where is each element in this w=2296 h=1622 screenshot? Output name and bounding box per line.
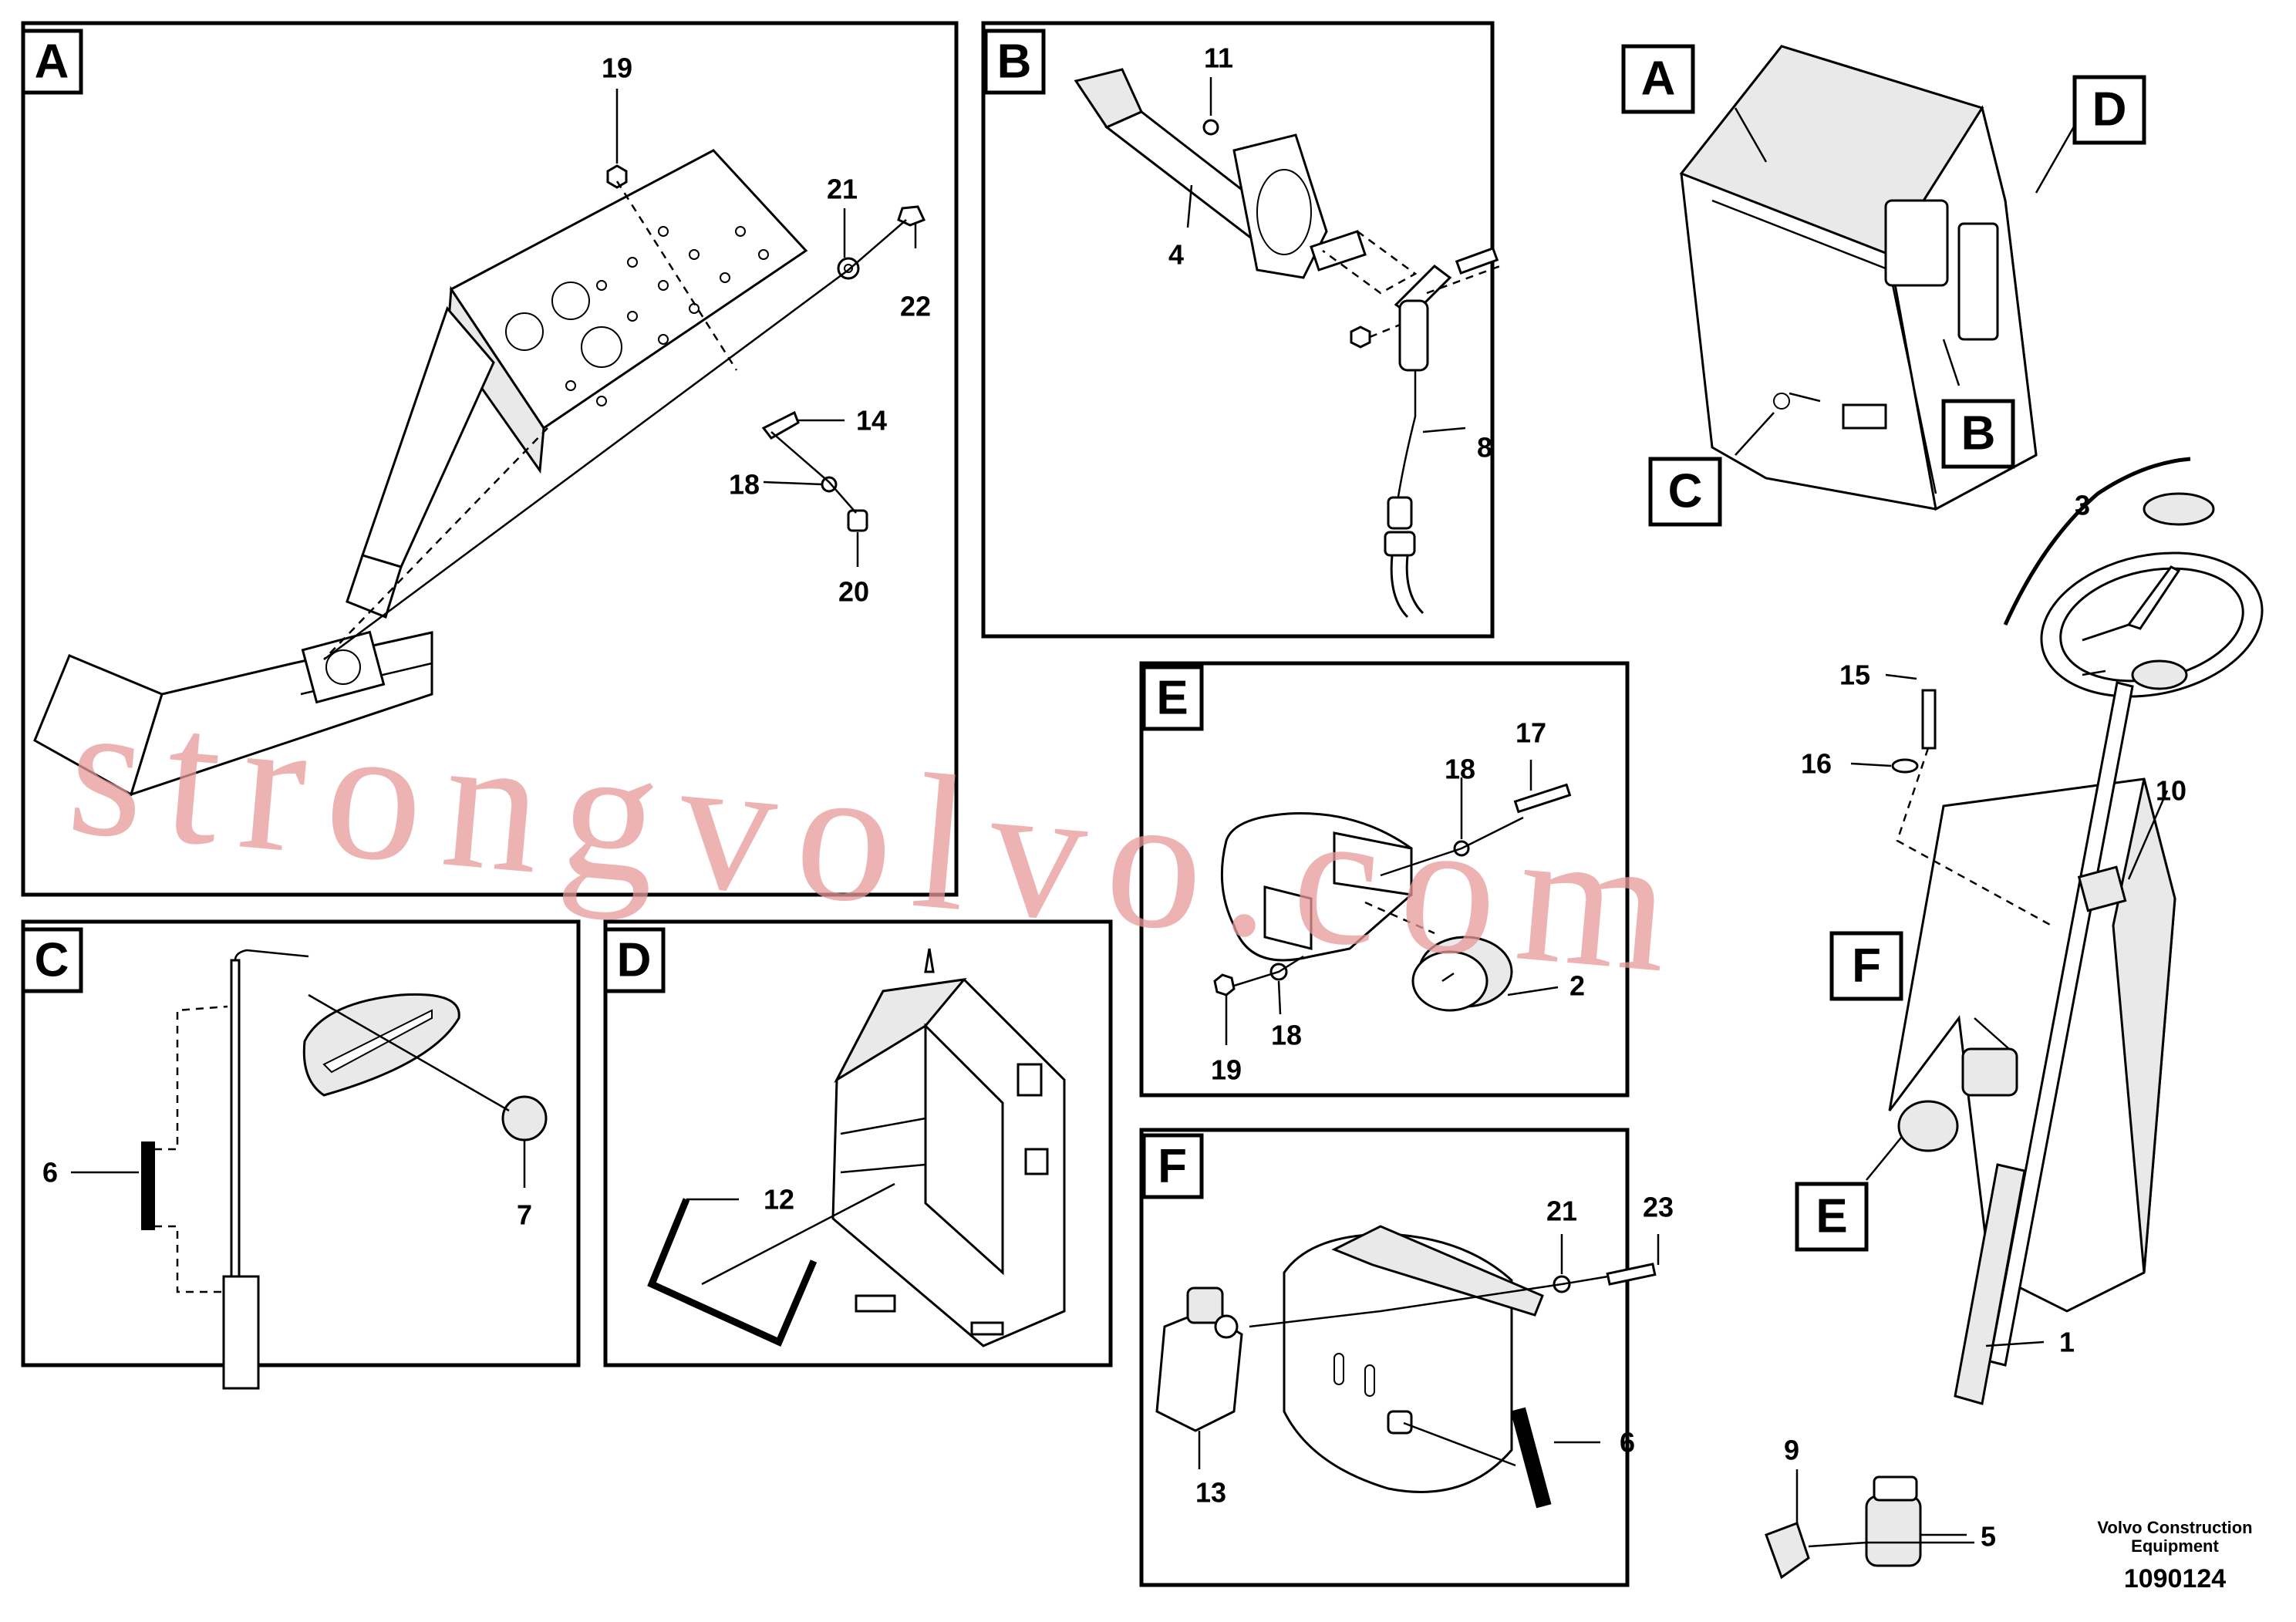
pedal-bracket [1283, 1233, 1513, 1493]
callout-f23: 23 [1643, 1192, 1674, 1223]
callout-m9: 9 [1784, 1435, 1799, 1466]
panel-tag-f: F [1141, 1133, 1204, 1199]
rod-sleeve [222, 1275, 260, 1390]
svg-text:E: E [1156, 672, 1188, 725]
bolt-17 [1513, 783, 1572, 814]
knob-7 [501, 1095, 548, 1141]
washer-18 [821, 476, 838, 493]
pin-20 [847, 509, 868, 532]
panel-e [1139, 661, 1630, 1098]
panel-b [981, 21, 1501, 639]
sensor-9 [1765, 1522, 1810, 1580]
callout-f13: 13 [1195, 1477, 1226, 1509]
panel-tag-d: D [603, 927, 666, 993]
cable-nut [1387, 496, 1413, 530]
callout-e18b: 18 [1271, 1020, 1302, 1051]
callout-d12: 12 [764, 1184, 794, 1216]
callout-numbers: 19 21 22 14 18 20 11 4 8 6 7 12 17 18 18… [42, 42, 2186, 1553]
rod [230, 959, 241, 1282]
wheel-cap [2143, 492, 2215, 526]
overview-tag-f: F [1829, 931, 1903, 1001]
overview-tag-d: D [2072, 75, 2146, 145]
pedal-plate-holes [505, 226, 769, 406]
screw-11 [1202, 119, 1219, 136]
svg-text:C: C [35, 934, 69, 987]
panel-tag-a: A [21, 29, 83, 95]
footer: Volvo Construction Equipment 1090124 [2097, 1518, 2252, 1593]
nut-19 [606, 164, 628, 189]
callout-e19: 19 [1211, 1054, 1242, 1086]
callout-a20: 20 [838, 576, 869, 608]
callout-e18a: 18 [1445, 754, 1475, 785]
column-tube-1 [1954, 1163, 2026, 1405]
steering-unit-5 [1865, 1495, 1922, 1567]
panel-tag-e: E [1141, 665, 1204, 731]
callout-m15: 15 [1839, 659, 1870, 691]
clevis [1398, 299, 1429, 372]
spring-6 [1510, 1407, 1552, 1509]
panel-tag-c: C [21, 927, 83, 993]
callout-a22: 22 [900, 291, 931, 322]
svg-text:B: B [1961, 407, 1996, 460]
svg-text:C: C [1668, 465, 1703, 518]
callout-b11: 11 [1204, 42, 1233, 74]
bolt-23 [1606, 1263, 1657, 1286]
panel-tag-b: B [983, 29, 1046, 95]
steering-assembly [1765, 492, 2264, 1580]
bracket-10 [2077, 865, 2127, 912]
callout-f6: 6 [1620, 1427, 1635, 1458]
svg-text:D: D [2092, 83, 2127, 137]
footer-drawing-code: 1090124 [2124, 1564, 2226, 1593]
spring-6 [141, 1141, 155, 1230]
callout-m5: 5 [1981, 1521, 1996, 1553]
overview-tag-a: A [1621, 44, 1695, 114]
footer-brand-line2: Equipment [2131, 1536, 2219, 1556]
svg-text:F: F [1852, 939, 1881, 993]
callout-a19: 19 [602, 52, 632, 84]
callout-e2: 2 [1569, 970, 1585, 1002]
callout-a18: 18 [729, 469, 760, 501]
pedal-switch [1961, 1047, 2018, 1097]
svg-text:D: D [617, 934, 652, 987]
panel-c [21, 919, 581, 1390]
svg-text:B: B [997, 35, 1032, 89]
washer-16 [1891, 758, 1919, 774]
svg-text:E: E [1816, 1190, 1847, 1243]
bolt-15 [1921, 689, 1937, 750]
overview-tag-e: E [1795, 1182, 1869, 1252]
callout-a21: 21 [827, 174, 858, 205]
overview-tag-c: C [1648, 457, 1722, 527]
callout-b4: 4 [1168, 239, 1184, 271]
callout-f21: 21 [1546, 1195, 1577, 1227]
overview-tag-b: B [1941, 399, 2015, 469]
callout-c6: 6 [42, 1157, 58, 1189]
callout-m3: 3 [2075, 490, 2090, 521]
hour-meter [1897, 1100, 1959, 1152]
callout-m10: 10 [2156, 775, 2186, 807]
svg-text:A: A [1641, 52, 1676, 106]
callout-b8: 8 [1477, 432, 1492, 464]
panel-d [603, 919, 1113, 1367]
callout-m1: 1 [2059, 1327, 2075, 1358]
panel-a [21, 21, 959, 897]
seal-12 [647, 1198, 818, 1347]
svg-text:A: A [35, 35, 69, 89]
callout-a14: 14 [856, 405, 887, 437]
svg-text:F: F [1158, 1140, 1187, 1193]
nut-19 [1213, 973, 1236, 996]
steering-column [1988, 681, 2134, 1367]
callout-m16: 16 [1801, 748, 1832, 780]
callout-e17: 17 [1515, 717, 1546, 749]
callout-c7: 7 [517, 1199, 532, 1231]
panel-f [1139, 1128, 1660, 1587]
footer-brand-line1: Volvo Construction [2097, 1518, 2252, 1537]
